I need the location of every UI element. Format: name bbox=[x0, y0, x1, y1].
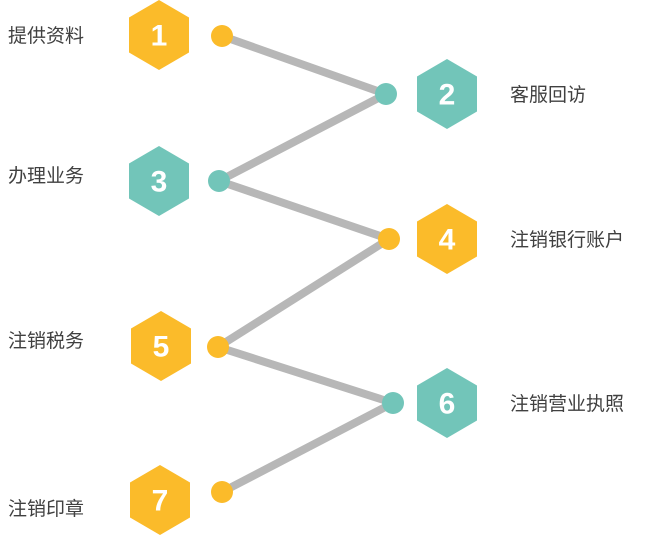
step-6-hexagon: 6 bbox=[417, 368, 477, 438]
step-7-label: 注销印章 bbox=[8, 498, 84, 520]
connectors bbox=[214, 32, 397, 496]
connector-5-6 bbox=[214, 343, 397, 407]
step-6-label: 注销营业执照 bbox=[510, 393, 624, 415]
dot-2 bbox=[375, 83, 397, 105]
dot-5 bbox=[207, 336, 229, 358]
dot-4 bbox=[378, 228, 400, 250]
dot-6 bbox=[382, 392, 404, 414]
step-4-label: 注销银行账户 bbox=[510, 229, 624, 251]
step-3-hexagon: 3 bbox=[129, 146, 189, 216]
step-3-number: 3 bbox=[151, 166, 168, 199]
step-2-number: 2 bbox=[439, 79, 456, 112]
step-4-number: 4 bbox=[439, 224, 456, 257]
connector-4-5 bbox=[214, 235, 393, 351]
step-1-number: 1 bbox=[151, 20, 168, 53]
step-3-label: 办理业务 bbox=[8, 165, 84, 187]
step-1-label: 提供资料 bbox=[8, 25, 84, 47]
step-2-hexagon: 2 bbox=[417, 59, 477, 129]
step-5-label: 注销税务 bbox=[8, 330, 84, 352]
step-5-hexagon: 5 bbox=[131, 311, 191, 381]
dot-1 bbox=[211, 25, 233, 47]
step-7-hexagon: 7 bbox=[130, 465, 190, 535]
step-2-label: 客服回访 bbox=[510, 84, 586, 106]
step-4-hexagon: 4 bbox=[417, 204, 477, 274]
dot-7 bbox=[211, 481, 233, 503]
connector-2-3 bbox=[215, 90, 390, 185]
connector-6-7 bbox=[218, 399, 397, 496]
step-6-number: 6 bbox=[439, 388, 456, 421]
step-7-number: 7 bbox=[152, 485, 169, 518]
step-5-number: 5 bbox=[153, 331, 170, 364]
connector-dots bbox=[207, 25, 404, 503]
connector-1-2 bbox=[218, 32, 390, 98]
connector-3-4 bbox=[215, 177, 393, 243]
dot-3 bbox=[208, 170, 230, 192]
step-1-hexagon: 1 bbox=[129, 0, 189, 70]
